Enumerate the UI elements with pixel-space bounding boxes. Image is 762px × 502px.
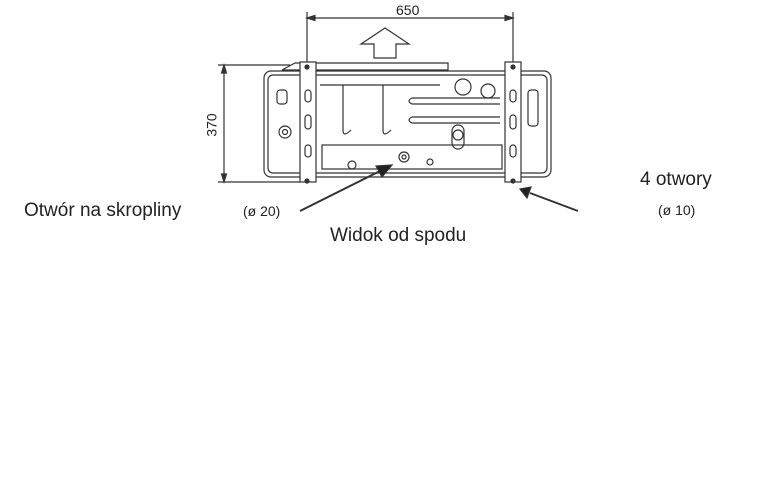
- unit-body: [263, 62, 552, 178]
- drain-hole-leader-arrow: [299, 164, 394, 212]
- holes-leader-arrow: [518, 186, 579, 212]
- width-dimension: [304, 12, 516, 64]
- drain-hole-label: Otwór na skropliny: [24, 200, 182, 221]
- height-dimension-label: 370: [203, 113, 220, 137]
- width-dimension-label: 650: [396, 2, 420, 18]
- mounting-bracket-right: [504, 61, 522, 184]
- mounting-bracket-left: [299, 61, 317, 184]
- holes-diameter: (ø 10): [658, 202, 696, 218]
- height-dimension: [218, 62, 300, 185]
- view-caption: Widok od spodu: [330, 225, 467, 246]
- holes-label: 4 otwory: [640, 169, 712, 190]
- direction-arrow-icon: [359, 27, 411, 59]
- drain-hole-diameter: (ø 20): [243, 203, 281, 219]
